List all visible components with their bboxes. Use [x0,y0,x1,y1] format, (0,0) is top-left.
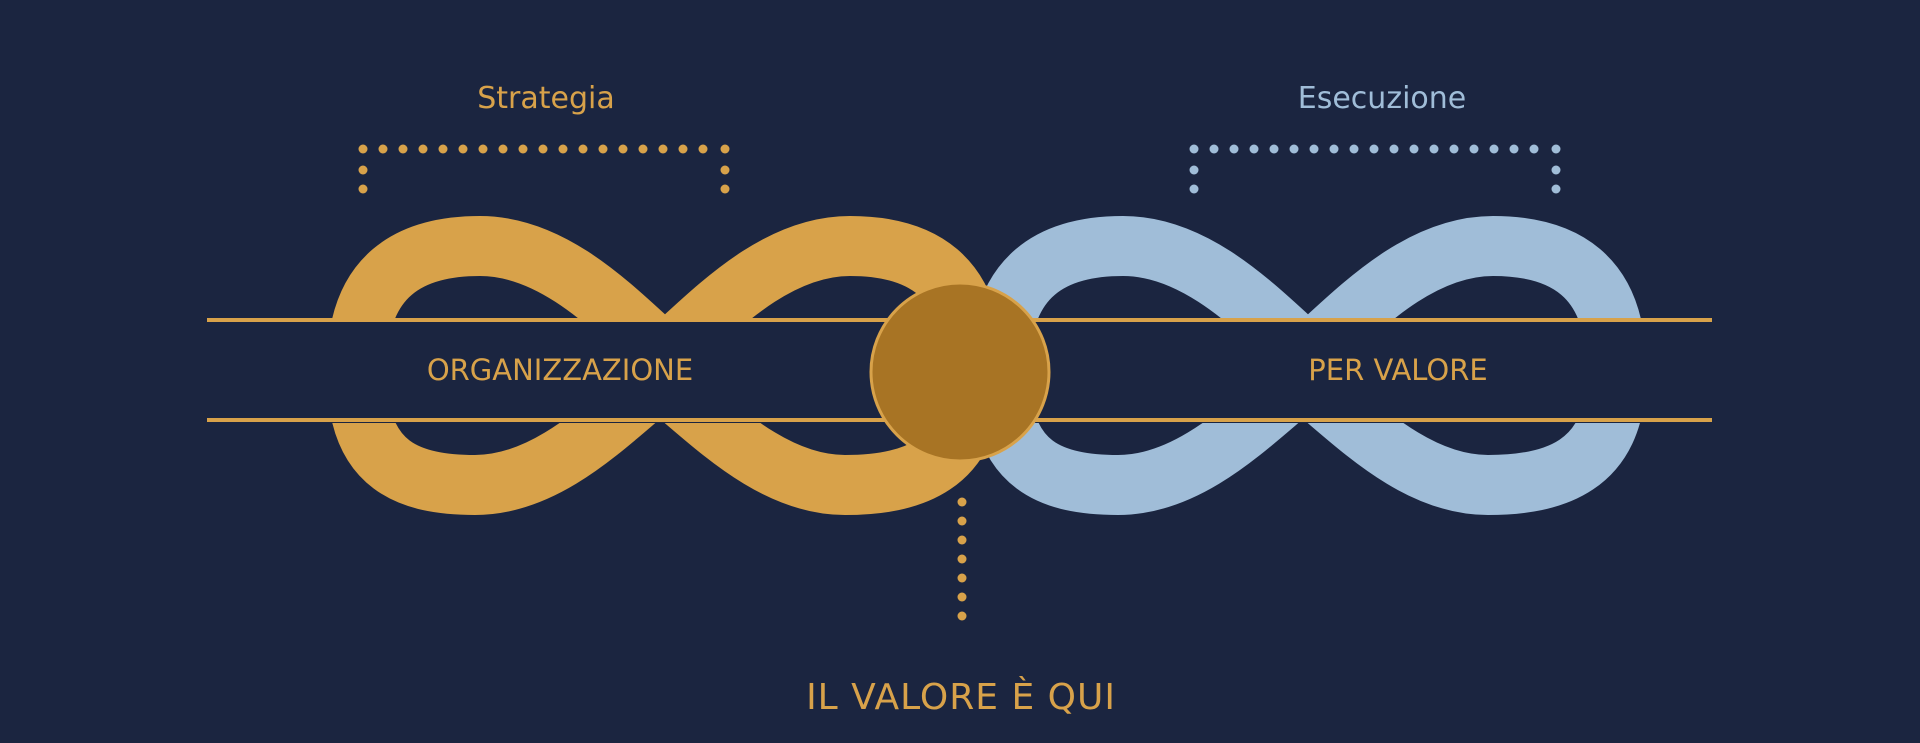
right-loop-top [975,215,1641,319]
value-here-label: IL VALORE È QUI [806,677,1116,718]
center-circle [869,281,1051,463]
left-loop-top [332,215,998,319]
right-loop-bottom [975,423,1640,516]
strategy-label: Strategia [477,81,615,116]
execution-label: Esecuzione [1297,81,1467,116]
left-loop-bottom [332,423,997,516]
left-infinity-shape [332,215,998,319]
value-label: PER VALORE [1308,353,1488,387]
organization-label: ORGANIZZAZIONE [426,353,694,387]
center-connector-dots [957,497,967,621]
strategy-bracket [358,144,730,194]
execution-bracket [1189,144,1561,194]
